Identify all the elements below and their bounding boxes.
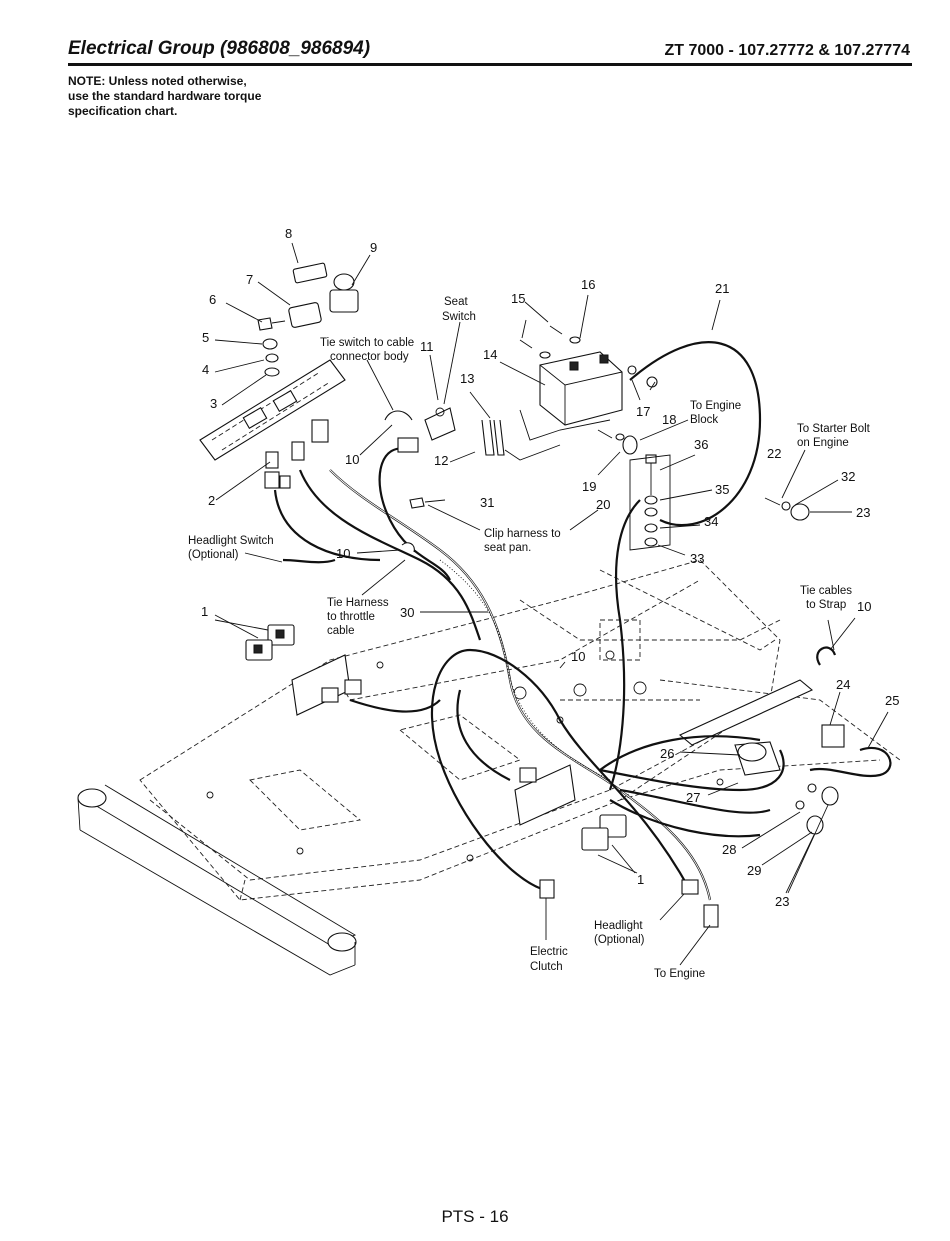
- engine-connector: [703, 904, 719, 928]
- callout-34: 34: [704, 514, 718, 529]
- headlight-label-1: Headlight: [594, 920, 643, 932]
- callout-numbers: 8 9 7 6 5 4 3 2 11 10 12 13 14 15 16 21 …: [201, 226, 899, 909]
- battery: [539, 351, 623, 426]
- torque-note: NOTE: Unless noted otherwise, use the st…: [68, 74, 328, 119]
- callout-1: 1: [201, 604, 208, 619]
- starter-bolt-label-1: To Starter Bolt: [797, 423, 871, 435]
- switch-plate: [199, 359, 346, 461]
- connector: [821, 724, 845, 748]
- to-engine-block-label-1: To Engine: [690, 400, 741, 412]
- callout-2: 2: [208, 493, 215, 508]
- tie-harness-label-3: cable: [327, 625, 355, 637]
- callout-31: 31: [480, 495, 494, 510]
- callout-13: 13: [460, 371, 474, 386]
- callout-15: 15: [511, 291, 525, 306]
- connector: [311, 419, 329, 443]
- note-line-3: specification chart.: [68, 104, 178, 118]
- callout-30: 30: [400, 605, 414, 620]
- callout-27: 27: [686, 790, 700, 805]
- callout-5: 5: [202, 330, 209, 345]
- callout-22: 22: [767, 446, 781, 461]
- seat-switch-label-2: Switch: [442, 311, 476, 323]
- components: [199, 262, 845, 928]
- callout-33: 33: [690, 551, 704, 566]
- callout-16: 16: [581, 277, 595, 292]
- terminal-boot: [622, 435, 638, 455]
- note-line-2: use the standard hardware torque: [68, 89, 262, 103]
- tie-switch-label-2: connector body: [330, 351, 409, 363]
- callout-7: 7: [246, 272, 253, 287]
- callout-10c: 10: [857, 599, 871, 614]
- tie-cables-label-2: to Strap: [806, 599, 846, 611]
- callout-10d: 10: [571, 649, 585, 664]
- switch-cover: [292, 262, 328, 284]
- note-line-1: NOTE: Unless noted otherwise,: [68, 74, 247, 88]
- callout-10a: 10: [345, 452, 359, 467]
- clutch-connector: [539, 879, 555, 899]
- callout-12: 12: [434, 453, 448, 468]
- tie-cables-label-1: Tie cables: [800, 585, 852, 597]
- headlight-switch-label-2: (Optional): [188, 549, 239, 561]
- headlight-label-2: (Optional): [594, 934, 645, 946]
- callout-11: 11: [420, 339, 434, 354]
- pto-switch: [329, 289, 359, 313]
- electric-clutch-label-1: Electric: [530, 946, 568, 958]
- callout-6: 6: [209, 292, 216, 307]
- clip-harness-label-1: Clip harness to: [484, 528, 561, 540]
- tie-harness-label-1: Tie Harness: [327, 597, 389, 609]
- callout-25: 25: [885, 693, 899, 708]
- callout-8: 8: [285, 226, 292, 241]
- tie-switch-label-1: Tie switch to cable: [320, 337, 414, 349]
- callout-9: 9: [370, 240, 377, 255]
- page-number: PTS - 16: [441, 1207, 509, 1226]
- callout-23a: 23: [856, 505, 870, 520]
- callout-36: 36: [694, 437, 708, 452]
- callout-23b: 23: [775, 894, 789, 909]
- header-rule: [68, 63, 912, 66]
- cable-tie: [384, 410, 413, 421]
- tie-harness-label-2: to throttle: [327, 611, 375, 623]
- callout-29: 29: [747, 863, 761, 878]
- headlight-switch-label-1: Headlight Switch: [188, 535, 274, 547]
- callout-10b: 10: [336, 546, 350, 561]
- text-labels: Seat Switch Tie switch to cable connecto…: [188, 296, 871, 980]
- switch-housing: [288, 302, 322, 328]
- starter-bolt-label-2: on Engine: [797, 437, 849, 449]
- seat-switch-label-1: Seat: [444, 296, 468, 308]
- callout-28: 28: [722, 842, 736, 857]
- callout-17: 17: [636, 404, 650, 419]
- page-title: Electrical Group (986808_986894): [68, 38, 371, 59]
- callout-19: 19: [582, 479, 596, 494]
- callout-32: 32: [841, 469, 855, 484]
- callout-18: 18: [662, 412, 676, 427]
- callout-21: 21: [715, 281, 729, 296]
- callout-4: 4: [202, 362, 209, 377]
- clip: [481, 419, 495, 456]
- clip-harness-label-2: seat pan.: [484, 542, 531, 554]
- electric-clutch-label-2: Clutch: [530, 961, 563, 973]
- headlight-connector: [681, 879, 699, 895]
- callout-24: 24: [836, 677, 850, 692]
- leader-lines: [214, 242, 889, 966]
- callout-1b: 1: [637, 872, 644, 887]
- callout-35: 35: [715, 482, 729, 497]
- cable-tie: [401, 542, 415, 553]
- callout-3: 3: [210, 396, 217, 411]
- callout-26: 26: [660, 746, 674, 761]
- callout-14: 14: [483, 347, 497, 362]
- ignition-key: [257, 317, 273, 331]
- washer: [264, 367, 280, 377]
- headlight-switch: [265, 451, 279, 469]
- model-number: ZT 7000 - 107.27772 & 107.27774: [664, 42, 910, 59]
- seat-switch: [424, 407, 456, 441]
- callout-20: 20: [596, 497, 610, 512]
- to-engine-label: To Engine: [654, 968, 705, 980]
- wiring-harness: [273, 341, 892, 901]
- starter-boot: [790, 503, 810, 521]
- to-engine-block-label-2: Block: [690, 414, 718, 426]
- interlock-switches: [245, 624, 627, 851]
